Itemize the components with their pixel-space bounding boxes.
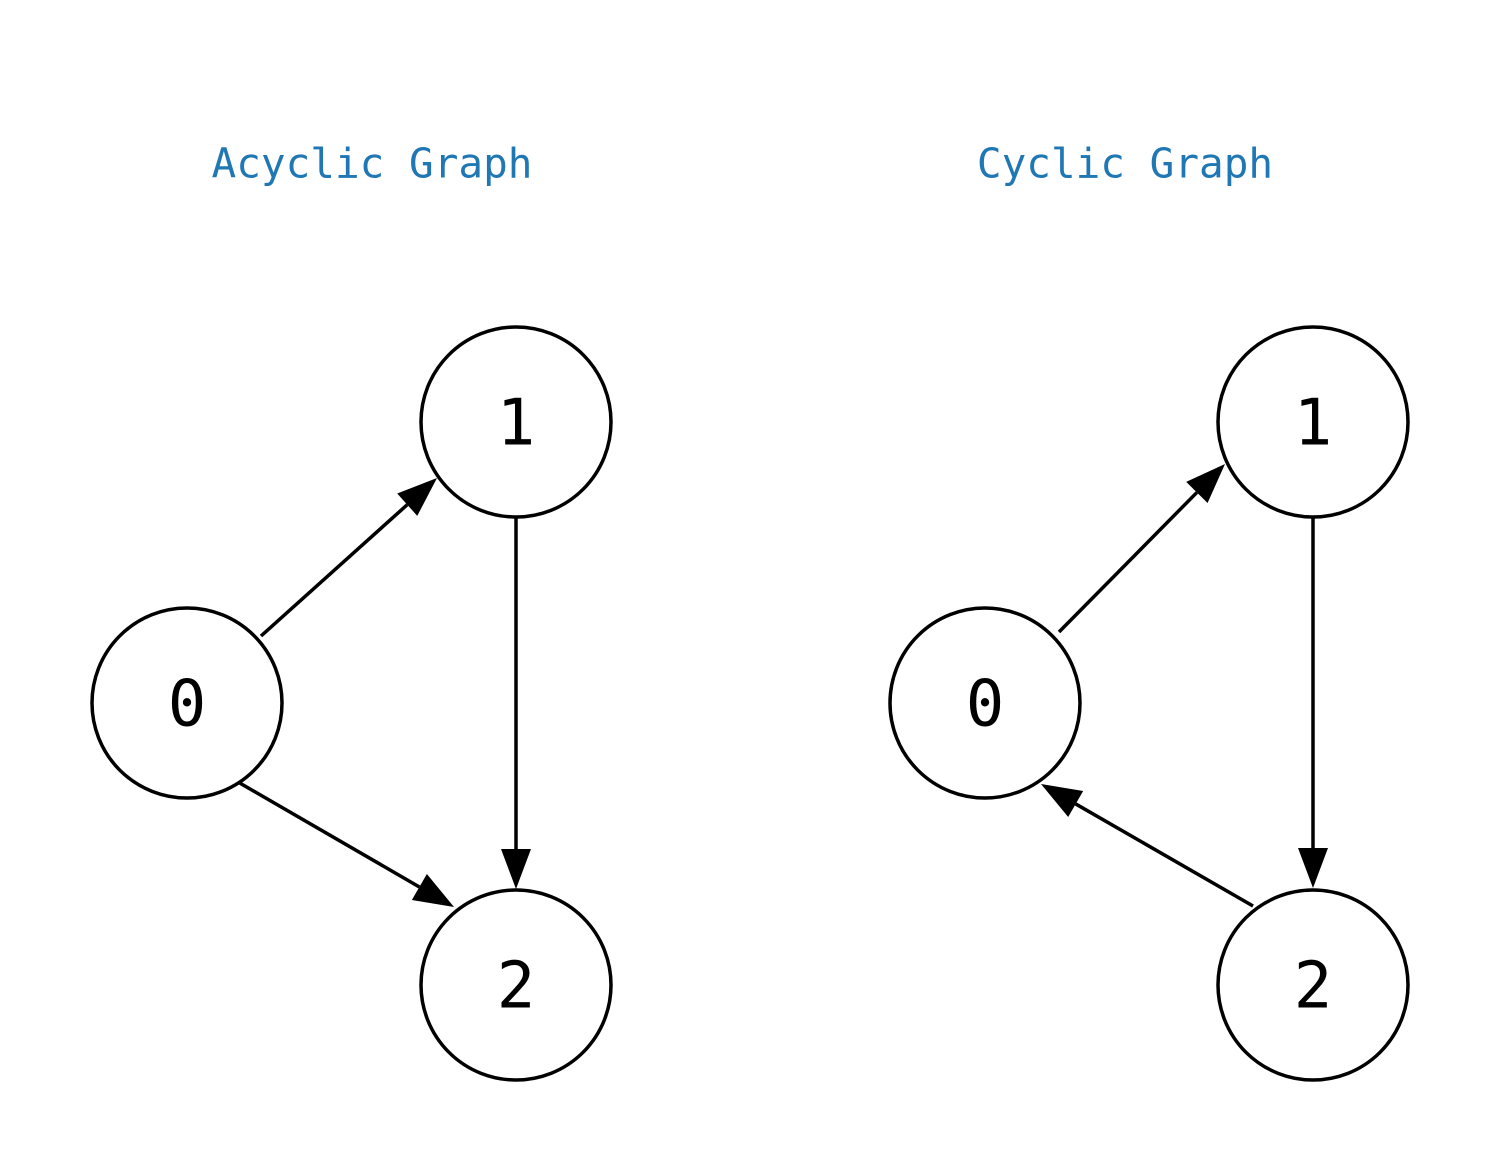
acyclic-node-2: 2: [419, 888, 613, 1082]
cyclic-edge-0-1-line: [1057, 491, 1199, 634]
acyclic-node-1-label: 1: [497, 386, 536, 460]
cyclic-edge-0-1: [1057, 464, 1225, 634]
acyclic-node-0-label: 0: [168, 667, 207, 741]
acyclic-edge-0-1-line: [259, 503, 409, 638]
cyclic-edge-0-1-arrowhead: [1186, 464, 1225, 503]
cyclic-edge-1-2: [1298, 517, 1328, 888]
cyclic-node-1-label: 1: [1294, 386, 1333, 460]
acyclic-edge-0-1: [259, 478, 437, 638]
acyclic-edge-1-2: [501, 517, 531, 889]
acyclic-graph-title: Acyclic Graph: [212, 139, 533, 187]
acyclic-node-0: 0: [90, 606, 284, 800]
cyclic-edge-1-2-arrowhead: [1298, 848, 1328, 888]
acyclic-graph-layer: 0 1 2: [90, 325, 613, 1082]
acyclic-edge-0-2-line: [237, 780, 421, 889]
cyclic-graph-title: Cyclic Graph: [977, 139, 1273, 187]
cyclic-node-2-label: 2: [1294, 949, 1333, 1023]
cyclic-node-2: 2: [1216, 888, 1410, 1082]
cyclic-node-2-circle: [1216, 888, 1410, 1082]
cyclic-edge-2-0-arrowhead: [1041, 784, 1084, 817]
cyclic-node-0-circle: [888, 606, 1082, 800]
cyclic-node-0-label: 0: [966, 667, 1005, 741]
acyclic-edge-0-1-arrowhead: [397, 478, 437, 516]
cyclic-node-1-circle: [1216, 325, 1410, 519]
acyclic-edge-0-2-arrowhead: [411, 873, 454, 907]
acyclic-edge-1-2-arrowhead: [501, 849, 531, 889]
acyclic-node-1-circle: [419, 325, 613, 519]
acyclic-node-1: 1: [419, 325, 613, 519]
acyclic-edge-0-2: [237, 780, 454, 907]
cyclic-node-0: 0: [888, 606, 1082, 800]
acyclic-node-2-label: 2: [497, 949, 536, 1023]
acyclic-node-0-circle: [90, 606, 284, 800]
acyclic-node-2-circle: [419, 888, 613, 1082]
cyclic-edge-2-0: [1041, 784, 1254, 908]
cyclic-edge-2-0-line: [1074, 802, 1254, 908]
cyclic-graph-layer: 0 1 2: [888, 325, 1410, 1082]
cyclic-node-1: 1: [1216, 325, 1410, 519]
